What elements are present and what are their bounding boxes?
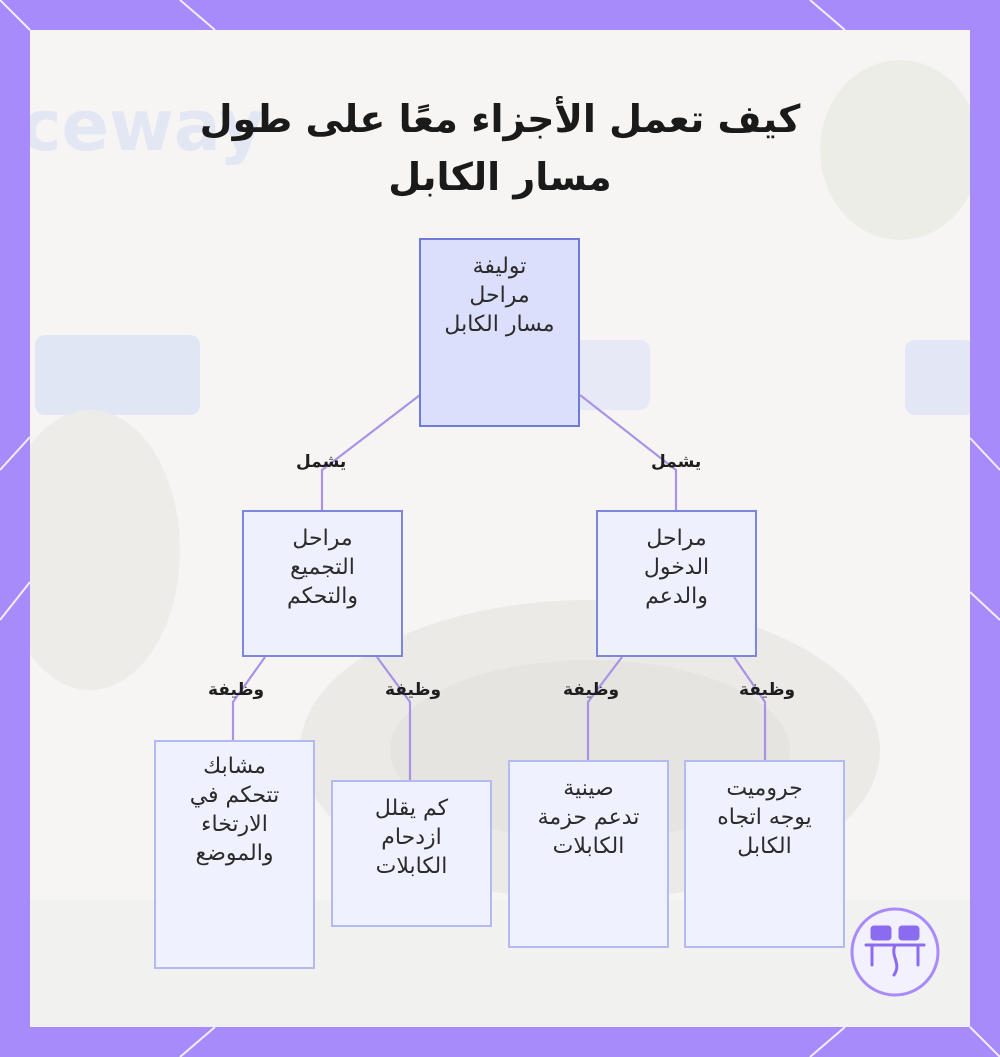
title-line-1: كيف تعمل الأجزاء معًا على طول [199, 97, 801, 141]
node-label: مراحل التجميع والتحكم [286, 526, 359, 609]
node-cable-path-stages: توليفة مراحل مسار الكابل [419, 238, 580, 427]
diagram-card: ceway كيف تعمل الأجزاء معًا على طول مسار… [30, 30, 970, 1027]
node-assembly-control-stages: مراحل التجميع والتحكم [242, 510, 403, 657]
edge-label-function: وظيفة [208, 680, 265, 700]
node-entry-support-stages: مراحل الدخول والدعم [596, 510, 757, 657]
edge-label-function: وظيفة [563, 680, 620, 700]
edge-label-includes: يشمل [651, 452, 702, 472]
node-label: جروميت يوجه اتجاه الكابل [717, 776, 812, 859]
node-label: صينية تدعم حزمة الكابلات [537, 776, 640, 859]
node-sleeve: كم يقلل ازدحام الكابلات [331, 780, 492, 927]
node-label: كم يقلل ازدحام الكابلات [374, 796, 449, 879]
edge-assembly-sleeve [376, 656, 412, 780]
edge-root-entry [579, 394, 678, 510]
edge-label-function: وظيفة [739, 680, 796, 700]
workspace-desk-logo-icon [850, 907, 940, 997]
node-label: مشابك تتحكم في الارتخاء والموضع [189, 754, 280, 866]
node-clips: مشابك تتحكم في الارتخاء والموضع [154, 740, 315, 969]
page-title: كيف تعمل الأجزاء معًا على طول مسار الكاب… [30, 90, 970, 206]
edge-label-includes: يشمل [296, 452, 347, 472]
svg-text:ceway: ceway [30, 85, 264, 167]
diagram-connectors [231, 394, 767, 780]
edge-assembly-clips [231, 656, 266, 740]
node-label: توليفة مراحل مسار الكابل [444, 254, 555, 337]
edge-entry-grommet [733, 656, 767, 760]
node-label: مراحل الدخول والدعم [643, 526, 710, 609]
node-grommet: جروميت يوجه اتجاه الكابل [684, 760, 845, 948]
edge-root-assembly [320, 394, 421, 510]
edge-label-function: وظيفة [385, 680, 442, 700]
node-tray: صينية تدعم حزمة الكابلات [508, 760, 669, 948]
title-line-2: مسار الكابل [388, 155, 612, 199]
edge-entry-tray [586, 656, 623, 760]
